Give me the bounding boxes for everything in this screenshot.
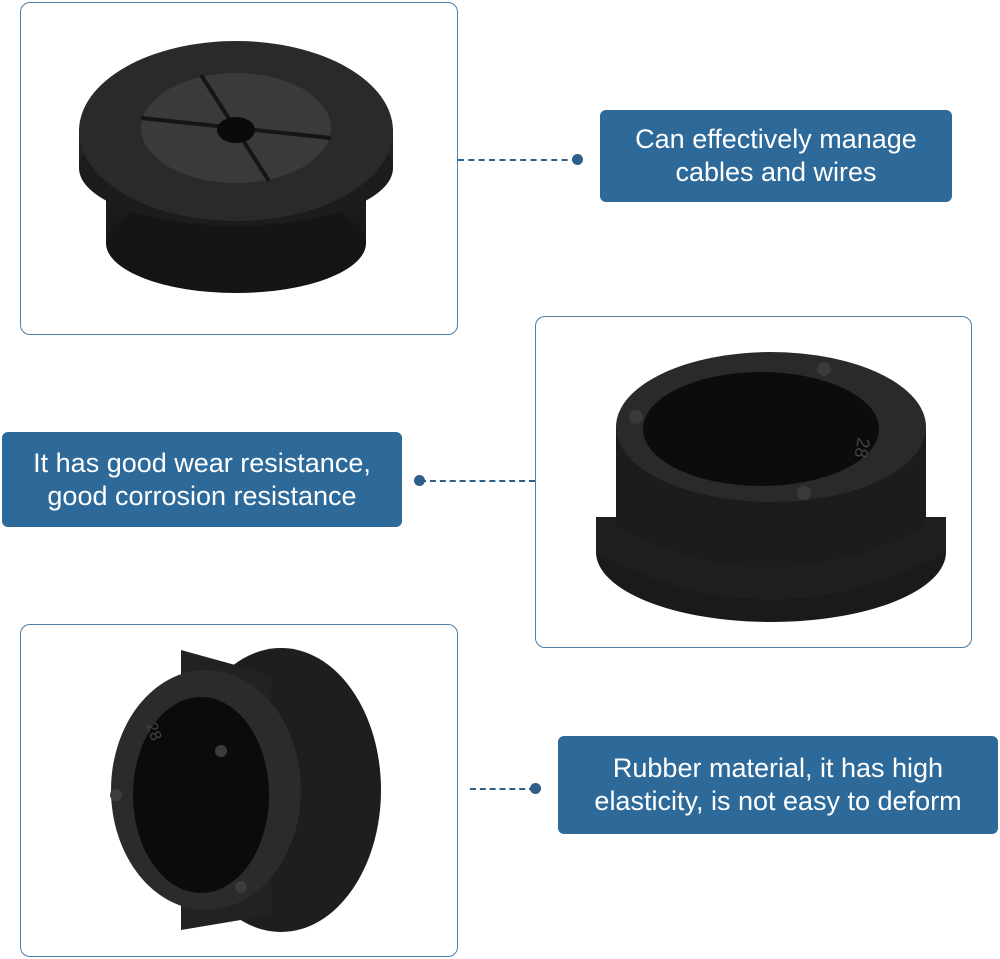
feature-callout-line: elasticity, is not easy to deform — [594, 786, 962, 816]
connector-line-1 — [458, 159, 578, 161]
product-image-panel-bottom: 28 — [20, 624, 458, 957]
feature-callout-rubber-material: Rubber material, it has high elasticity,… — [558, 736, 998, 834]
size-marking-text: 28 — [142, 721, 164, 744]
product-image-panel-top — [20, 2, 458, 335]
grommet-angled-view-image: 28 — [596, 352, 946, 622]
connector-dot-1 — [572, 154, 583, 165]
feature-callout-line: Can effectively manage — [635, 124, 917, 154]
connector-dot-2 — [414, 475, 425, 486]
grommet-top-view-image — [79, 41, 393, 293]
connector-dot-3 — [530, 783, 541, 794]
feature-callout-line: good corrosion resistance — [47, 480, 357, 511]
size-marking-text: 28 — [851, 436, 874, 459]
connector-line-3 — [470, 788, 535, 790]
connector-line-2 — [420, 480, 535, 482]
feature-callout-cable-management: Can effectively manage cables and wires — [600, 110, 952, 202]
product-image-panel-middle: 28 — [535, 316, 972, 648]
feature-callout-resistance: It has good wear resistance, good corros… — [2, 432, 402, 527]
feature-callout-line: cables and wires — [675, 157, 877, 187]
grommet-side-view-image: 28 — [110, 648, 381, 932]
feature-callout-line: It has good wear resistance, — [33, 447, 371, 478]
feature-callout-line: Rubber material, it has high — [612, 753, 944, 783]
